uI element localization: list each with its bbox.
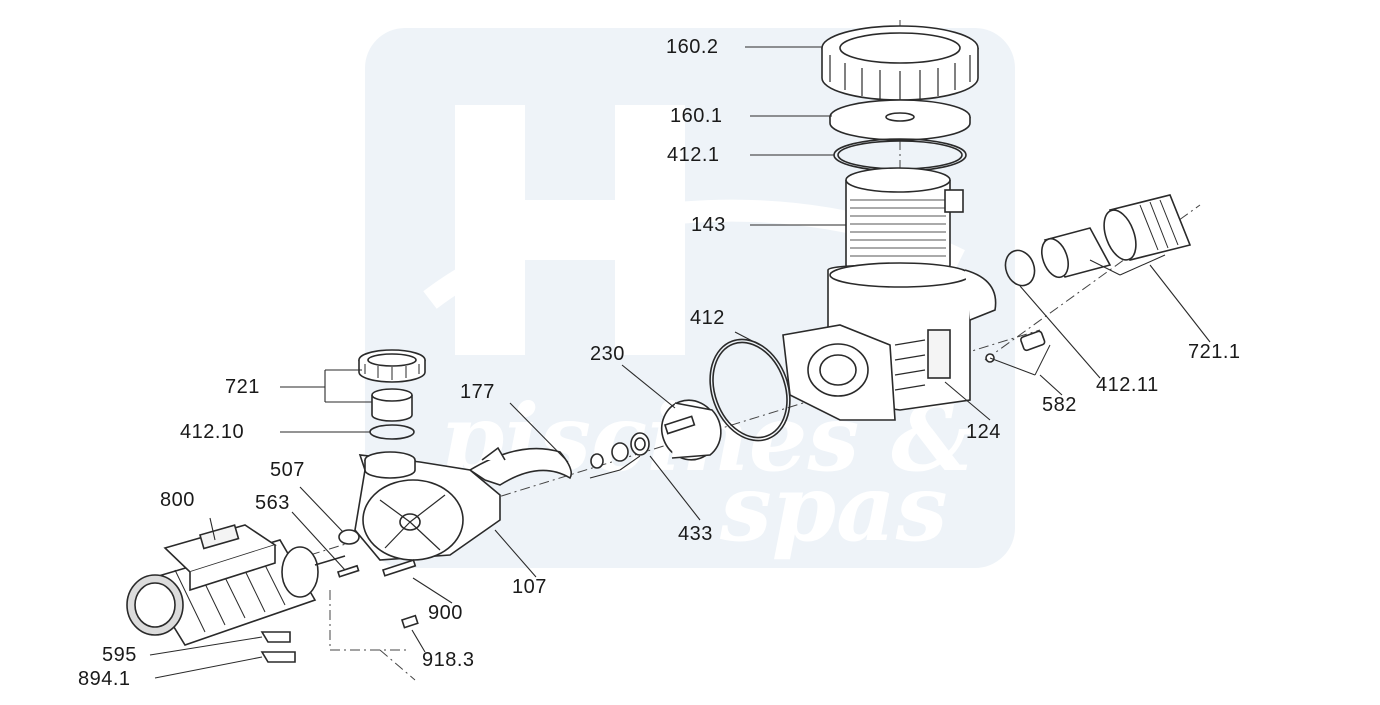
impeller-drawing [660, 399, 722, 461]
bolts-drawing [336, 559, 419, 629]
o-ring-housing-drawing [709, 338, 791, 442]
motor-drawing [126, 524, 346, 646]
label-412: 412 [690, 307, 725, 329]
label-412-10: 412.10 [180, 421, 245, 443]
label-230: 230 [590, 343, 625, 365]
union-outlet-drawing [1041, 194, 1192, 279]
label-507: 507 [270, 459, 305, 481]
basket-drawing [845, 167, 964, 278]
label-177: 177 [460, 381, 495, 403]
label-563: 563 [255, 492, 290, 514]
o-ring-union-drawing [1004, 249, 1036, 287]
part-drawings [126, 25, 1192, 663]
label-412-11: 412.11 [1096, 374, 1159, 396]
label-595: 595 [102, 644, 137, 666]
label-582: 582 [1042, 394, 1077, 416]
cover-drawing [829, 99, 971, 141]
label-160-2: 160.2 [666, 36, 719, 58]
label-918-3: 918.3 [422, 649, 475, 671]
drain-plug-drawing [985, 330, 1051, 376]
slinger-drawing [338, 529, 360, 545]
diffuser-drawing [468, 446, 573, 486]
label-412-1: 412.1 [667, 144, 720, 166]
label-160-1: 160.1 [670, 105, 723, 127]
mechanical-seal-drawing [590, 432, 650, 469]
union-inlet-drawing [358, 349, 426, 422]
pump-body-drawing [782, 262, 997, 421]
motor-feet-drawing [260, 631, 296, 663]
label-894-1: 894.1 [78, 668, 131, 690]
watermark-brand-line2: spas [719, 454, 948, 562]
label-107: 107 [512, 576, 547, 598]
seal-housing-drawing [354, 451, 501, 561]
lid-ring-drawing [821, 25, 979, 101]
label-143: 143 [691, 214, 726, 236]
label-124: 124 [966, 421, 1001, 443]
label-433: 433 [678, 523, 713, 545]
label-721: 721 [225, 376, 260, 398]
label-721-1: 721.1 [1188, 341, 1241, 363]
leader-lines [149, 46, 1211, 679]
label-900: 900 [428, 602, 463, 624]
label-800: 800 [160, 489, 195, 511]
